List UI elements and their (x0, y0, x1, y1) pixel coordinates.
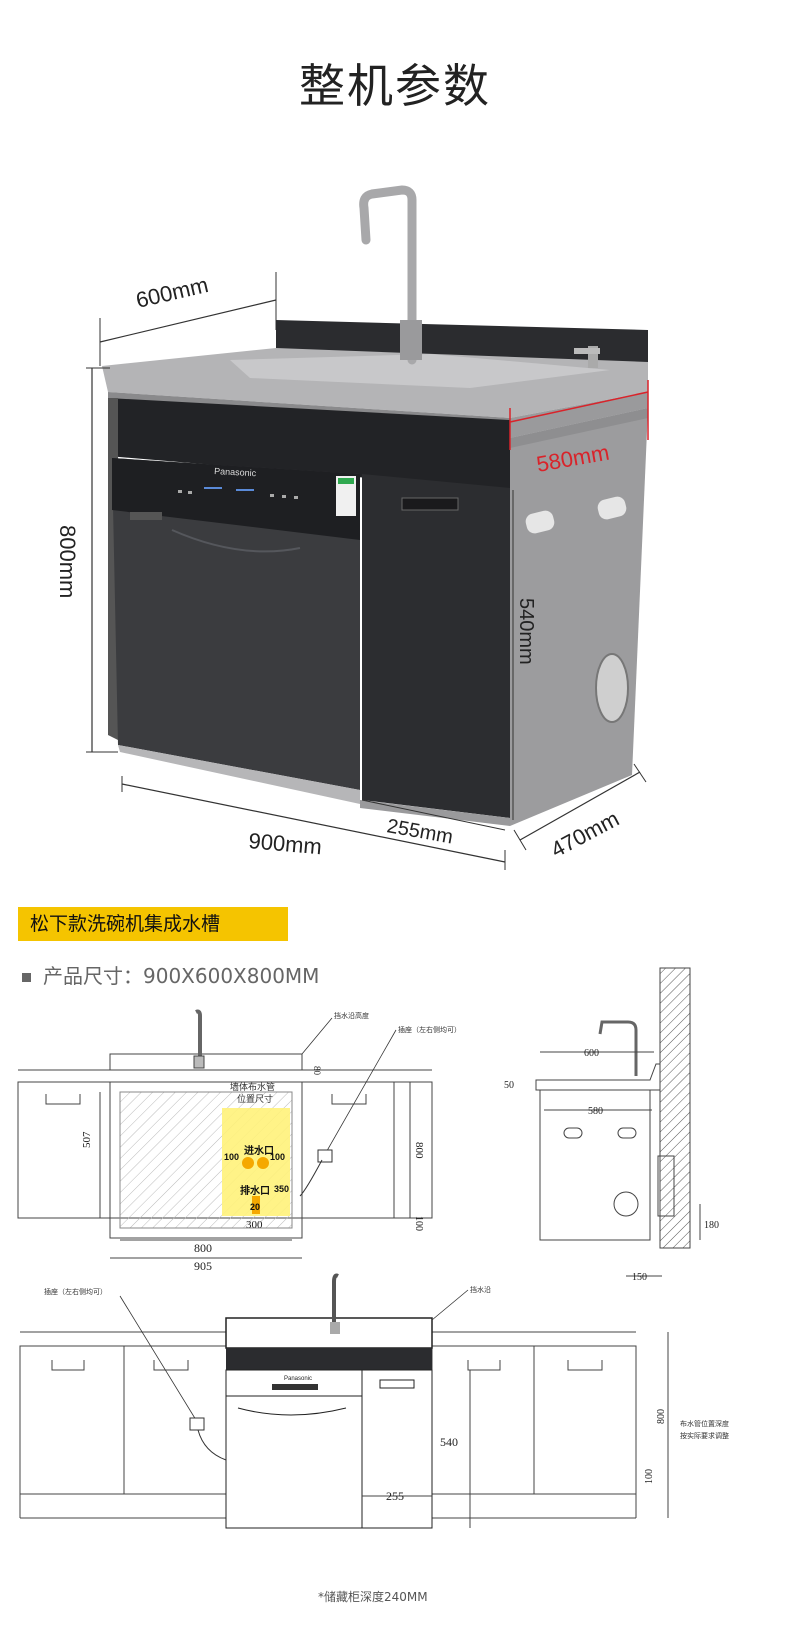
dim-800-width: 800 (194, 1241, 212, 1255)
dim-20: 20 (250, 1202, 260, 1212)
dim-300: 300 (246, 1219, 263, 1231)
dim-50-side: 50 (504, 1080, 514, 1091)
spec-label: 产品尺寸：900X600X800MM (43, 964, 320, 988)
dim-540mm: 540mm (515, 598, 537, 665)
dim-507: 507 (81, 1131, 93, 1148)
dim-80: 80 (312, 1066, 322, 1076)
dim-540-bottom: 540 (440, 1435, 458, 1449)
dim-100-bottom: 100 (644, 1469, 655, 1484)
brand-logo-drawing: Panasonic (284, 1376, 312, 1382)
page-title: 整机参数 (299, 59, 491, 113)
dim-100a: 100 (224, 1152, 239, 1162)
footnote: *储藏柜深度240MM (318, 1590, 428, 1604)
label-wall-pipe-1: 墙体布水管 (230, 1081, 275, 1093)
label-outlet: 排水口 (240, 1184, 270, 1197)
pipe-note-2: 按实际要求调整 (680, 1431, 729, 1440)
dim-800-vert: 800 (413, 1142, 425, 1159)
pipe-note-1: 布水管位置深度 (680, 1419, 729, 1428)
label-socket-note-bottom: 插座（左右侧均可） (44, 1287, 107, 1296)
product-banner: 松下款洗碗机集成水槽 (18, 907, 288, 941)
label-inlet: 进水口 (244, 1144, 274, 1157)
dim-600-side: 600 (584, 1048, 599, 1059)
dim-800-bottom: 800 (656, 1409, 667, 1424)
dim-905: 905 (194, 1259, 212, 1273)
label-wall-pipe-2: 位置尺寸 (237, 1093, 273, 1105)
dim-255-bottom: 255 (386, 1489, 404, 1503)
label-socket-note: 插座（左右侧均可） (398, 1025, 461, 1034)
dim-350: 350 (274, 1184, 289, 1194)
dim-800mm: 800mm (55, 525, 80, 598)
bullet-square-icon (22, 973, 31, 982)
spec-line: 产品尺寸：900X600X800MM (22, 960, 319, 989)
product-illustration: 600mm Panasonic 580mm (55, 185, 649, 870)
dim-100-vert: 100 (413, 1216, 424, 1231)
dim-100b: 100 (270, 1152, 285, 1162)
label-water-rim-height: 挡水沿高度 (334, 1011, 369, 1020)
dim-580-side: 580 (588, 1106, 603, 1117)
dim-150-side: 150 (632, 1272, 647, 1283)
dim-180-side: 180 (704, 1220, 719, 1231)
label-water-rim: 挡水沿 (470, 1285, 491, 1294)
brand-logo: Panasonic (214, 466, 257, 478)
